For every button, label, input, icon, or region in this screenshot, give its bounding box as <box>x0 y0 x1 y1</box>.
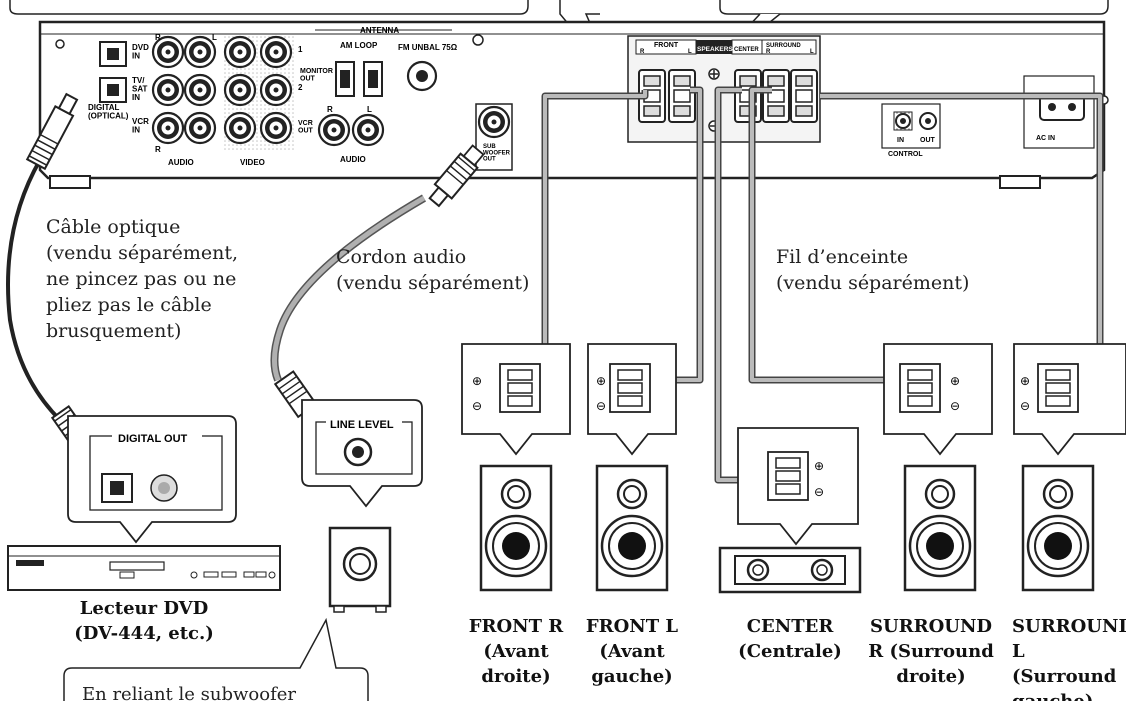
caption-speaker-wire: Fil d’enceinte (vendu séparément) <box>776 246 970 294</box>
bubble-surround-l: ⊕ ⊖ <box>1013 343 1126 456</box>
label-am-loop: AM LOOP <box>340 41 378 50</box>
label-dvd-player: Lecteur DVD (DV-444, etc.) <box>74 598 214 644</box>
plus-surround-r: ⊕ <box>950 374 960 388</box>
label-control-out: OUT <box>920 137 936 144</box>
callout-line-level <box>301 399 423 508</box>
label-fm-unbal: FM UNBAL 75Ω <box>398 43 458 52</box>
label-front: FRONT <box>654 42 679 49</box>
minus-center: ⊖ <box>814 485 824 499</box>
label-center: CENTER <box>734 47 759 53</box>
note-subwoofer: En reliant le subwoofer <box>82 684 296 705</box>
label-surround-r: R <box>766 49 771 55</box>
label-monitor-2: 2 <box>298 83 303 92</box>
label-audio: AUDIO <box>168 158 194 167</box>
label-digital-optical: DIGITAL(OPTICAL) <box>88 103 129 120</box>
dvd-player <box>7 545 281 591</box>
minus-front-l: ⊖ <box>596 399 606 413</box>
speaker-surround-l <box>1021 464 1095 592</box>
label-control: CONTROL <box>888 151 923 158</box>
plus-front-r: ⊕ <box>472 374 482 388</box>
plus-front-l: ⊕ <box>596 374 606 388</box>
label-front-r: R <box>640 49 645 55</box>
label-digital-out: DIGITAL OUT <box>118 433 188 445</box>
antenna-terminals <box>315 29 452 97</box>
label-surround-l: L <box>810 49 814 55</box>
optical-jack-dvd <box>99 41 127 67</box>
label-out-l: L <box>367 105 372 114</box>
callout-digital-out <box>67 415 237 544</box>
control-jacks <box>881 103 941 149</box>
speaker-surround-r <box>903 464 977 592</box>
top-callout-right <box>719 0 1109 15</box>
plus-surround-l: ⊕ <box>1020 374 1030 388</box>
label-l-top: L <box>212 33 217 42</box>
label-speaker-center: CENTER (Centrale) <box>738 616 842 662</box>
top-callout-left <box>9 0 529 15</box>
optical-jack-tv <box>99 77 127 103</box>
minus-front-r: ⊖ <box>472 399 482 413</box>
label-antenna: ANTENNA <box>360 26 399 35</box>
label-monitor-1: 1 <box>298 45 303 54</box>
caption-audio-cord: Cordon audio (vendu séparément) <box>336 246 530 294</box>
minus-surround-l: ⊖ <box>1020 399 1030 413</box>
minus-surround-r: ⊖ <box>950 399 960 413</box>
label-surround: SURROUND <box>766 43 801 49</box>
label-control-in: IN <box>897 137 904 144</box>
label-audio-out: AUDIO <box>340 155 366 164</box>
label-speaker-front-l: FRONT L (Avant gauche) <box>585 616 679 687</box>
speaker-front-r <box>479 464 553 592</box>
plus-center: ⊕ <box>814 459 824 473</box>
bubble-front-l: ⊕ ⊖ <box>587 343 677 456</box>
label-speaker-surround-l: SURROUND L (Surround gauche) <box>1012 616 1126 701</box>
label-front-l: L <box>688 49 692 55</box>
bubble-front-r: ⊕ ⊖ <box>461 343 571 456</box>
caption-optical-cable: Câble optique (vendu séparément, ne pinc… <box>46 216 239 342</box>
label-video: VIDEO <box>240 158 265 167</box>
bubble-surround-r: ⊕ ⊖ <box>883 343 993 456</box>
label-speaker-front-r: FRONT R (Avant droite) <box>468 616 564 687</box>
label-speakers: SPEAKERS <box>697 46 733 53</box>
label-speaker-surround-r: SURROUND R (Surround droite) <box>868 616 994 687</box>
label-ac-in: AC IN <box>1036 135 1055 142</box>
callout-note-pointer <box>63 617 369 701</box>
subwoofer-out-jack <box>475 103 513 171</box>
label-line-level: LINE LEVEL <box>330 419 394 431</box>
subwoofer <box>328 526 392 613</box>
speaker-center <box>718 546 862 594</box>
label-r-top: R <box>155 33 161 42</box>
label-r-bottom: R <box>155 145 161 154</box>
label-out-r: R <box>327 105 333 114</box>
bubble-center: ⊕ ⊖ <box>737 427 859 546</box>
speaker-front-l <box>595 464 669 592</box>
